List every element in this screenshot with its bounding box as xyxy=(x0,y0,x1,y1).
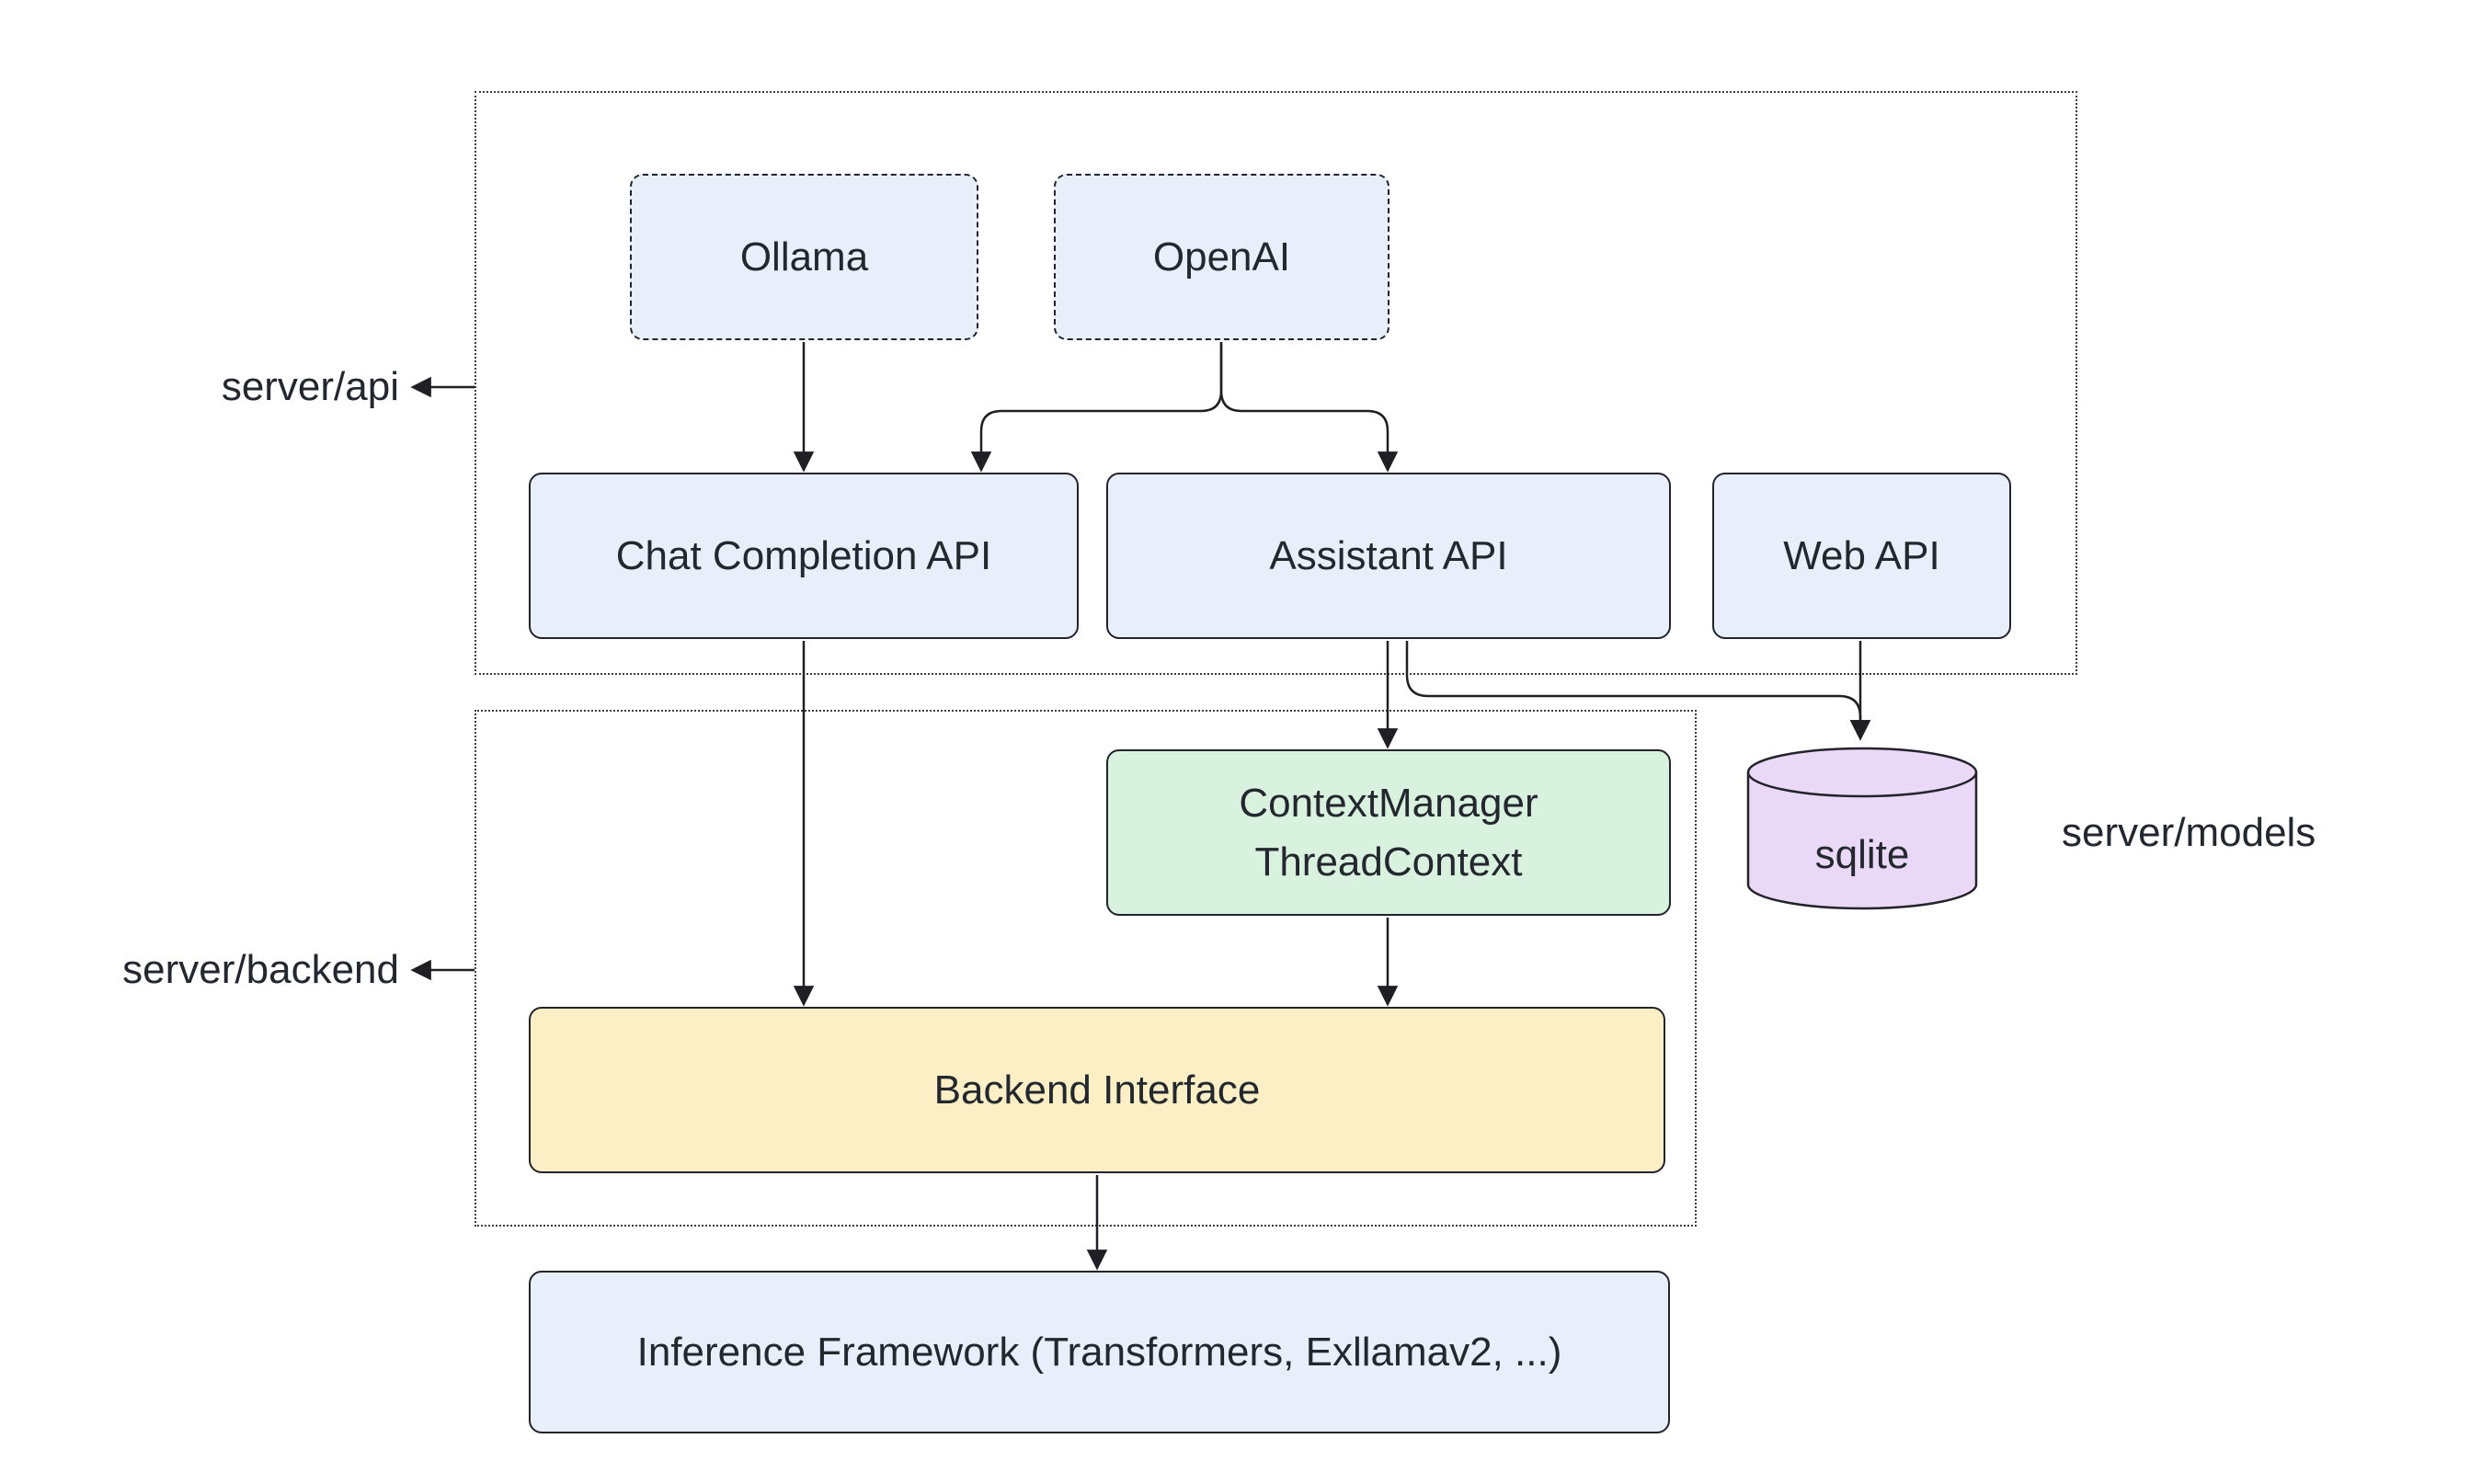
node-ollama: Ollama xyxy=(630,174,978,340)
group-server-api xyxy=(475,91,2077,675)
node-context-manager: ContextManager ThreadContext xyxy=(1106,749,1671,916)
node-inference-framework: Inference Framework (Transformers, Exlla… xyxy=(529,1271,1670,1433)
node-context-manager-label: ContextManager ThreadContext xyxy=(1239,774,1538,892)
node-ollama-label: Ollama xyxy=(739,234,869,280)
node-assistant-api: Assistant API xyxy=(1106,473,1671,639)
node-chat-completion-api-label: Chat Completion API xyxy=(615,532,992,578)
node-web-api: Web API xyxy=(1712,473,2011,639)
node-assistant-api-label: Assistant API xyxy=(1269,532,1508,578)
node-sqlite-label: sqlite xyxy=(1814,832,1910,877)
node-backend-interface: Backend Interface xyxy=(529,1007,1665,1173)
group-label-server-models: server/models xyxy=(2062,810,2316,855)
node-sqlite: sqlite xyxy=(1745,745,1979,915)
node-context-manager-line1: ContextManager xyxy=(1239,780,1538,826)
node-web-api-label: Web API xyxy=(1783,532,1940,578)
node-openai: OpenAI xyxy=(1054,174,1389,340)
group-server-backend xyxy=(475,710,1697,1227)
group-label-server-api: server/api xyxy=(221,364,399,409)
node-chat-completion-api: Chat Completion API xyxy=(529,473,1079,639)
sqlite-cylinder-shape xyxy=(1746,747,1978,910)
node-inference-framework-label: Inference Framework (Transformers, Exlla… xyxy=(636,1329,1562,1375)
node-context-manager-line2: ThreadContext xyxy=(1254,839,1523,885)
node-backend-interface-label: Backend Interface xyxy=(933,1067,1261,1113)
node-openai-label: OpenAI xyxy=(1152,234,1291,280)
group-label-server-backend: server/backend xyxy=(122,947,399,992)
